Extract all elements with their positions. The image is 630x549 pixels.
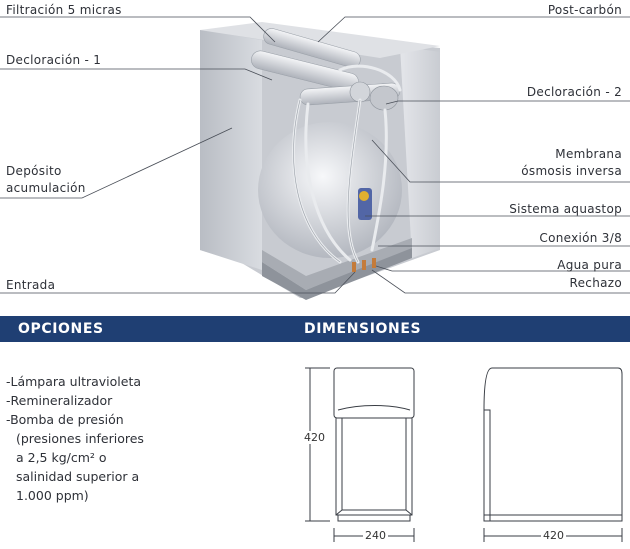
cabinet-left-panel xyxy=(200,30,262,270)
front-height-dimension xyxy=(305,367,330,522)
side-depth-label: 420 xyxy=(541,529,566,542)
cabinet-floor xyxy=(262,238,412,290)
label-decloracion-1: Decloración - 1 xyxy=(6,53,102,67)
label-filtracion: Filtración 5 micras xyxy=(6,3,122,17)
label-aquastop: Sistema aquastop xyxy=(509,202,622,216)
opcion-item: -Lámpara ultravioleta xyxy=(6,374,142,389)
label-deposito-line2: acumulación xyxy=(6,181,86,195)
label-membrana-line1: Membrana xyxy=(555,147,622,161)
leader-lines xyxy=(0,16,630,294)
filter-cartridges xyxy=(251,28,401,111)
label-agua-pura: Agua pura xyxy=(557,258,622,272)
opciones-title: OPCIONES xyxy=(18,321,104,337)
opcion-item: -Bomba de presión xyxy=(6,412,124,427)
opcion-note: 1.000 ppm) xyxy=(16,488,89,503)
dimensiones-title: DIMENSIONES xyxy=(304,321,422,337)
opcion-item: -Remineralizador xyxy=(6,393,113,408)
section-header-bar: OPCIONES DIMENSIONES xyxy=(0,316,630,342)
product-diagram xyxy=(0,16,630,300)
dimension-drawings xyxy=(305,367,623,542)
label-deposito-line1: Depósito xyxy=(6,164,62,178)
front-height-label: 420 xyxy=(302,431,327,444)
label-membrana-line2: ósmosis inversa xyxy=(521,164,622,178)
bottom-connectors xyxy=(352,258,376,272)
front-view-outline xyxy=(333,367,415,522)
label-decloracion-2: Decloración - 2 xyxy=(526,85,622,99)
tank-badge xyxy=(359,191,369,201)
front-width-label: 240 xyxy=(363,529,388,542)
label-rechazo: Rechazo xyxy=(569,276,622,290)
cabinet-base xyxy=(262,246,412,300)
cabinet-right-panel xyxy=(400,46,440,258)
opciones-list: -Lámpara ultravioleta -Remineralizador -… xyxy=(6,372,144,505)
label-entrada: Entrada xyxy=(6,278,56,292)
label-post-carbon: Post-carbón xyxy=(547,3,622,17)
opcion-note: (presiones inferiores xyxy=(16,431,144,446)
opcion-note: a 2,5 kg/cm² o xyxy=(16,450,107,465)
label-conexion: Conexión 3/8 xyxy=(539,231,622,245)
opcion-note: salinidad superior a xyxy=(16,469,140,484)
side-view-outline xyxy=(483,367,623,522)
